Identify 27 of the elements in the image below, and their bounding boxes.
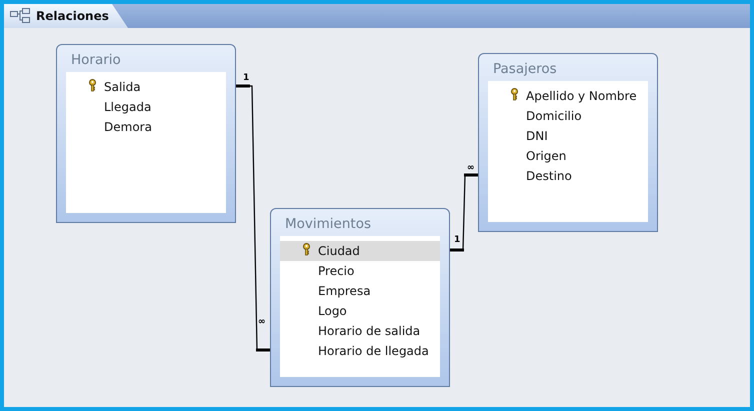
- field-name: Apellido y Nombre: [526, 89, 637, 103]
- field-name: Salida: [104, 80, 141, 94]
- field-name: DNI: [526, 129, 548, 143]
- field-name: Horario de salida: [318, 324, 420, 338]
- table-title: Pasajeros: [492, 60, 558, 79]
- field-name: Destino: [526, 169, 572, 183]
- field-name: Horario de llegada: [318, 344, 429, 358]
- field-name: Empresa: [318, 284, 371, 298]
- table-card: [270, 208, 450, 387]
- field-name: Domicilio: [526, 109, 582, 123]
- table-title: Horario: [70, 51, 122, 70]
- cardinality-label: ∞: [467, 163, 474, 173]
- field-name: Demora: [104, 120, 152, 134]
- field-name: Ciudad: [318, 244, 360, 258]
- table-title: Movimientos: [284, 215, 372, 234]
- cardinality-label: ∞: [258, 317, 266, 327]
- relationship-line: [450, 174, 478, 252]
- field-name: Logo: [318, 304, 347, 318]
- tab: Relaciones: [4, 4, 128, 28]
- field-name: Origen: [526, 149, 566, 163]
- cardinality-label: 1: [454, 235, 460, 245]
- cardinality-label: 1: [243, 73, 250, 83]
- table-card: [56, 44, 236, 223]
- field-name: Precio: [318, 264, 354, 278]
- field-name: Llegada: [104, 100, 152, 114]
- table-card: [478, 53, 658, 232]
- relationship-line: [236, 84, 270, 352]
